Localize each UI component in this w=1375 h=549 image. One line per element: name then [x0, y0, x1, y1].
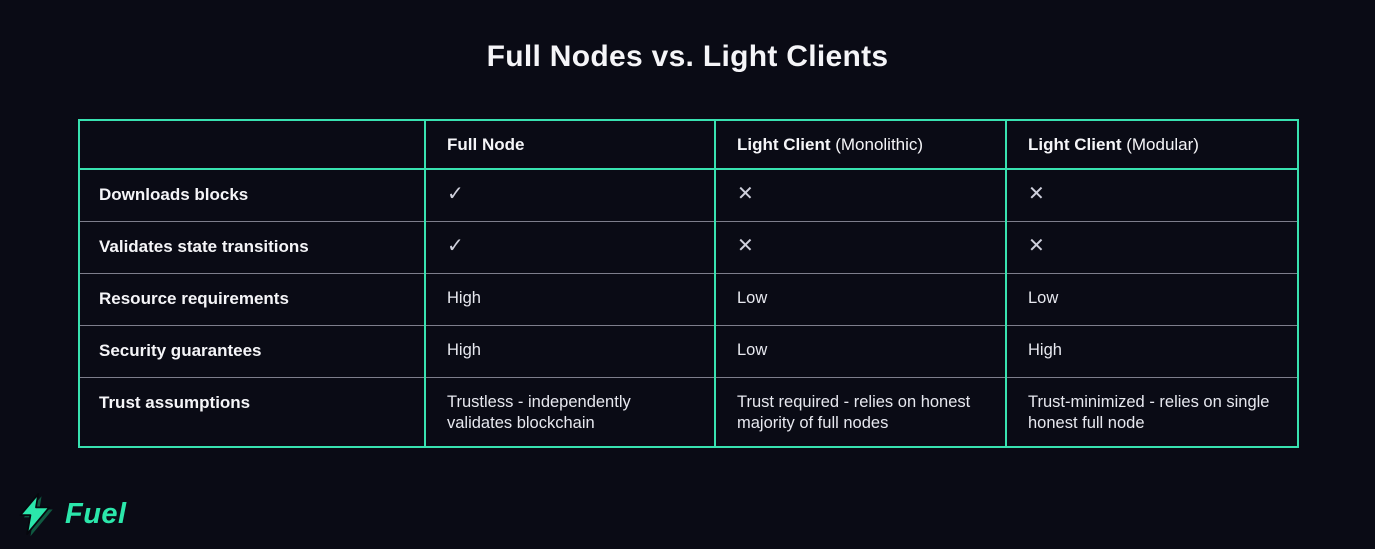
- cell-check: ✓: [424, 169, 715, 221]
- cell-cross: ✕: [1005, 220, 1298, 273]
- check-icon: ✓: [447, 181, 464, 206]
- cell-value: Low: [714, 272, 1006, 325]
- brand-wordmark: Fuel: [65, 497, 127, 530]
- cell-value: High: [1005, 324, 1298, 377]
- fuel-logo: Fuel: [16, 491, 135, 537]
- header-cell-light-client-monolithic: Light Client (Monolithic): [714, 120, 1006, 170]
- header-cell-full-node: Full Node: [424, 120, 715, 170]
- table-header: Full Node Light Client (Monolithic) Ligh…: [79, 120, 1298, 170]
- table-body: Downloads blocks✓✕✕Validates state trans…: [79, 169, 1298, 447]
- header-cell-light-client-modular: Light Client (Modular): [1005, 120, 1298, 170]
- row-label: Resource requirements: [79, 272, 425, 325]
- cross-icon: ✕: [1028, 233, 1045, 258]
- cross-icon: ✕: [737, 181, 754, 206]
- check-icon: ✓: [447, 233, 464, 258]
- cell-value: Low: [714, 324, 1006, 377]
- lightning-bolt-icon: [19, 493, 53, 537]
- page-title: Full Nodes vs. Light Clients: [486, 40, 889, 73]
- cell-value: Trust-minimized - relies on single hones…: [1005, 376, 1298, 447]
- cell-cross: ✕: [714, 169, 1006, 221]
- cell-cross: ✕: [714, 220, 1006, 273]
- comparison-table: Full Node Light Client (Monolithic) Ligh…: [78, 119, 1299, 448]
- row-label: Validates state transitions: [79, 220, 425, 273]
- cell-value: High: [424, 272, 715, 325]
- cross-icon: ✕: [737, 233, 754, 258]
- cell-value: Trustless - independently validates bloc…: [424, 376, 715, 447]
- column-subtitle: (Modular): [1126, 134, 1199, 154]
- row-label: Trust assumptions: [79, 376, 425, 447]
- column-title: Full Node: [447, 134, 525, 154]
- header-row: Full Node Light Client (Monolithic) Ligh…: [79, 120, 1298, 170]
- column-subtitle: (Monolithic): [835, 134, 924, 154]
- cell-value: High: [424, 324, 715, 377]
- table-row: Validates state transitions ✓ ✕ ✕: [79, 220, 1298, 273]
- cell-value: Low: [1005, 272, 1298, 325]
- header-cell-empty: [79, 120, 425, 170]
- cell-cross: ✕: [1005, 169, 1298, 221]
- table-row: Downloads blocks ✓ ✕ ✕: [79, 169, 1298, 221]
- cell-value: Trust required - relies on honest majori…: [714, 376, 1006, 447]
- column-title: Light Client: [737, 134, 831, 154]
- row-label: Security guarantees: [79, 324, 425, 377]
- row-label: Downloads blocks: [99, 185, 249, 205]
- cross-icon: ✕: [1028, 181, 1045, 206]
- cell-check: ✓: [424, 220, 715, 273]
- column-title: Light Client: [1028, 134, 1122, 154]
